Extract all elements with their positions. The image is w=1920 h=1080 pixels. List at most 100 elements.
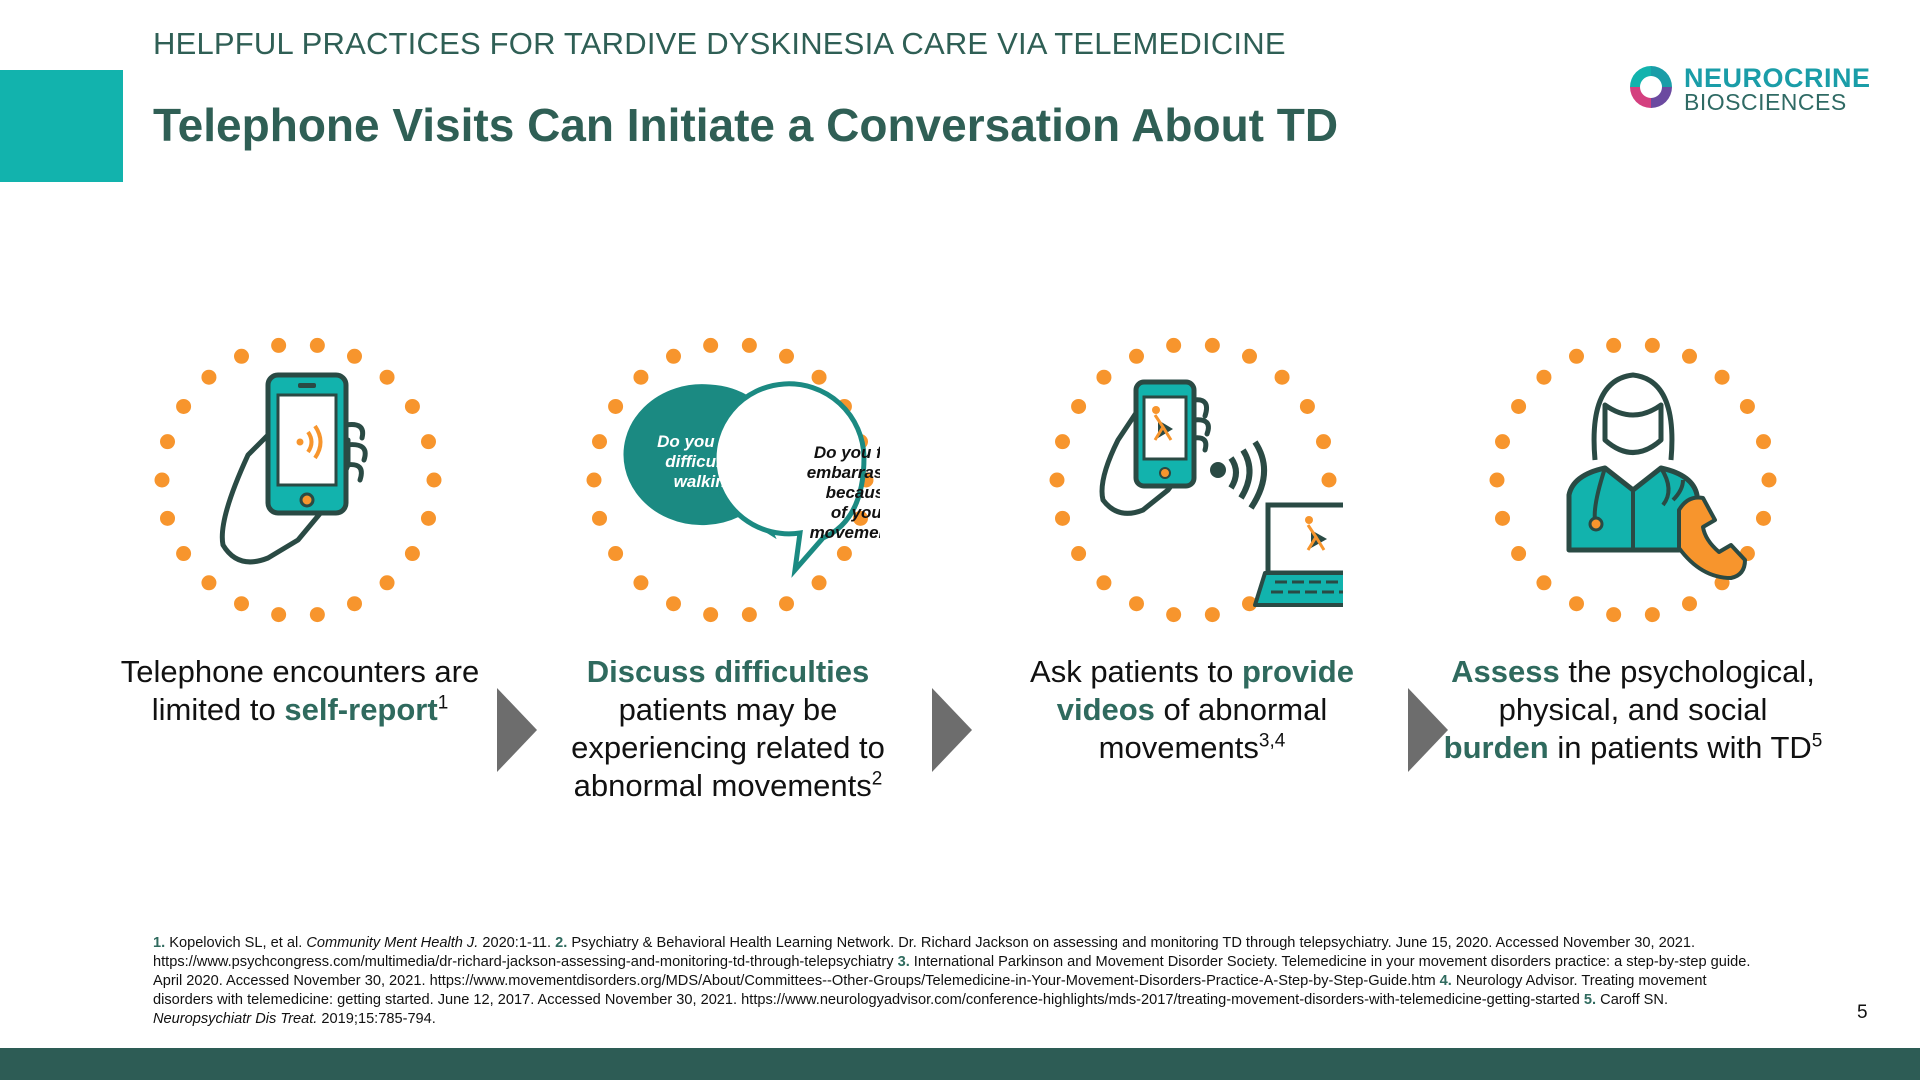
dotted-ring (154, 337, 442, 623)
ref-5-number: 5. (1583, 992, 1597, 1008)
header-accent-block (0, 70, 123, 182)
neurocrine-swirl-icon (1630, 66, 1672, 108)
ring-dot (592, 510, 608, 526)
ring-dot (1129, 348, 1145, 364)
ring-dot (1274, 369, 1290, 385)
step-4-highlight: Assess (1451, 654, 1560, 689)
ref-2-number: 2. (555, 935, 568, 951)
ring-dot (1204, 607, 1220, 623)
logo-subtitle: BIOSCIENCES (1684, 89, 1847, 115)
step-2-ref: 2 (871, 768, 883, 790)
bubble1-line1: Do you have (657, 432, 758, 451)
ring-dot (1755, 510, 1771, 526)
ring-dot (1495, 434, 1511, 450)
ring-dot (1511, 398, 1527, 414)
ring-dot (1606, 337, 1622, 353)
ring-dot (271, 337, 287, 353)
ring-dot (586, 472, 602, 488)
ring-dot (420, 510, 436, 526)
ring-dot (1714, 369, 1730, 385)
step-3-rest: of abnormal movements (1098, 692, 1328, 765)
ring-dot (1315, 434, 1331, 450)
step-3-highlight: provide videos (1056, 654, 1354, 727)
ring-dot (1071, 546, 1087, 562)
ref-5-text: Caroff SN. (1596, 992, 1669, 1008)
step-4-text: Assess the psychological, physical, and … (1443, 653, 1823, 767)
ring-dot (1681, 348, 1697, 364)
ring-dot (592, 434, 608, 450)
chevron-right-icon (1408, 688, 1448, 772)
step-4-ref: 5 (1811, 730, 1823, 752)
ring-dot (1055, 434, 1071, 450)
step-1-pre: Telephone encounters are limited to (120, 654, 480, 727)
step-3-text: Ask patients to provide videos of abnorm… (1002, 653, 1382, 767)
ring-dot (346, 348, 362, 364)
ref-5-journal: Neuropsychiatr Dis Treat. (153, 1011, 318, 1027)
ring-dot (404, 398, 420, 414)
ref-1-number: 1. (153, 935, 166, 951)
page-number: 5 (1857, 1002, 1868, 1023)
step-4-mid: the psychological, physical, and social (1498, 654, 1815, 727)
references: 1. Kopelovich SL, et al. Community Ment … (153, 934, 1763, 1029)
ring-dot (420, 434, 436, 450)
ring-dot (1536, 575, 1552, 591)
step-4-rest: in patients with TD (1548, 730, 1812, 765)
ring-dot (1321, 472, 1337, 488)
step-3-ref: 3,4 (1258, 730, 1286, 752)
bubble2-line5: movements? (810, 523, 880, 542)
bubble2-line2: embarrassed (807, 463, 880, 482)
ring-dot (1489, 472, 1505, 488)
ring-dot (160, 510, 176, 526)
bubble1-line3: walking? (674, 472, 747, 491)
footer-bar (0, 1048, 1920, 1080)
ring-dot (1755, 434, 1771, 450)
ref-1-tail: 2020:1-11. (478, 935, 556, 951)
ring-dot (633, 369, 649, 385)
ref-3-text: International Parkinson and Movement Dis… (153, 954, 1751, 989)
ring-dot (1761, 472, 1777, 488)
ring-dot (666, 596, 682, 612)
ring-dot (201, 369, 217, 385)
step-4-highlight-2: burden (1443, 730, 1549, 765)
step-2-rest: patients may be experiencing related to … (571, 692, 885, 803)
ring-dot (1241, 348, 1257, 364)
ring-dot (271, 607, 287, 623)
ref-2-text: Psychiatry & Behavioral Health Learning … (153, 935, 1696, 970)
ring-dot (1204, 337, 1220, 353)
ring-dot (1096, 369, 1112, 385)
ring-dot (1511, 546, 1527, 562)
hand-holding-phone-icon (154, 337, 442, 623)
dotted-ring (586, 337, 874, 623)
ring-dot (703, 337, 719, 353)
step-2-text: Discuss difficulties patients may be exp… (538, 653, 918, 805)
step-1-ref: 1 (437, 692, 449, 714)
ring-dot (309, 337, 325, 353)
ring-dot (1606, 607, 1622, 623)
ring-dot (1569, 348, 1585, 364)
page-title: Telephone Visits Can Initiate a Conversa… (153, 99, 1339, 151)
ring-dot (1644, 607, 1660, 623)
ring-dot (852, 510, 868, 526)
ring-dot (379, 575, 395, 591)
svg-text:Do you feel embarrassed: Do you feel embarrassed because of your … (807, 443, 880, 542)
ring-dot (234, 348, 250, 364)
speech-bubbles-icon: Do you have difficulties walking? Do you… (586, 337, 880, 623)
ring-dot (309, 607, 325, 623)
ring-dot (811, 575, 827, 591)
ring-dot (346, 596, 362, 612)
step-1-text: Telephone encounters are limited to self… (110, 653, 490, 729)
clinician-with-phone-icon (1489, 337, 1777, 623)
ring-dot (1644, 337, 1660, 353)
ring-dot (741, 337, 757, 353)
ring-dot (811, 369, 827, 385)
bubble1-line2: difficulties (665, 452, 750, 471)
ring-dot (778, 348, 794, 364)
phone-video-to-laptop-icon (1049, 337, 1343, 623)
ring-dot (154, 472, 170, 488)
chevron-right-icon (497, 688, 537, 772)
ring-dot (1536, 369, 1552, 385)
neurocrine-logo: NEUROCRINE BIOSCIENCES (1626, 60, 1896, 120)
ring-dot (741, 607, 757, 623)
ring-dot (1495, 510, 1511, 526)
ring-dot (1049, 472, 1065, 488)
